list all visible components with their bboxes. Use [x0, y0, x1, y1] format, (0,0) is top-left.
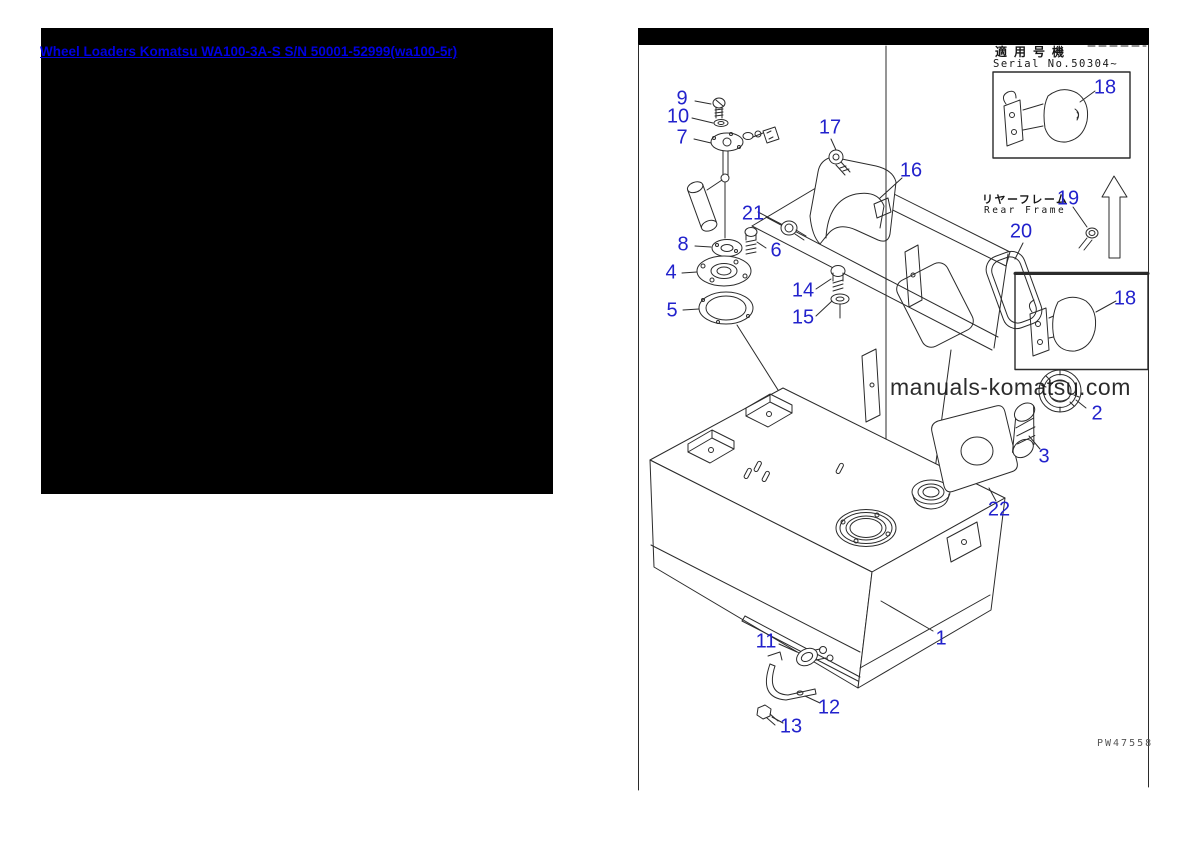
sender-assembly-drawing [686, 98, 855, 512]
leader-lines [682, 101, 766, 310]
part-callout-13[interactable]: 13 [779, 715, 803, 738]
inset-box-cover [1015, 273, 1148, 370]
part-callout-14[interactable]: 14 [791, 279, 815, 302]
serial-note-en: Serial No.50304~ [993, 58, 1119, 70]
part-callout-1[interactable]: 1 [935, 627, 947, 650]
drain-clamp-drawing [742, 616, 860, 725]
part-callout-19[interactable]: 19 [1056, 187, 1080, 210]
bolt-21-drawing [766, 217, 806, 240]
serial-note-jp: 適用号機 [995, 45, 1072, 59]
plate-22-drawing [932, 406, 1018, 501]
strainer-3-drawing [993, 399, 1055, 461]
part-callout-20[interactable]: 20 [1009, 220, 1033, 243]
part-callout-9[interactable]: 9 [676, 87, 688, 110]
part-callout-22[interactable]: 22 [987, 498, 1011, 521]
left-black-panel [41, 28, 553, 494]
part-callout-18[interactable]: 18 [1093, 76, 1117, 99]
bolt-17-drawing [829, 139, 850, 175]
part-callout-21[interactable]: 21 [741, 202, 765, 225]
watermark-text: manuals-komatsu.com [890, 374, 1131, 400]
seal-20-drawing [982, 243, 1046, 333]
part-callout-15[interactable]: 15 [791, 306, 815, 329]
part-callout-4[interactable]: 4 [665, 261, 677, 284]
diagram-frame [638, 28, 1149, 790]
part-callout-2[interactable]: 2 [1091, 402, 1103, 425]
bolt-14-washer-15-drawing [816, 266, 849, 319]
part-callout-10[interactable]: 10 [666, 105, 690, 128]
drawing-code: PW47558 [1097, 738, 1154, 749]
part-callout-11[interactable]: 11 [755, 630, 777, 653]
rear-frame-label-jp: リヤーフレーム [982, 194, 1069, 206]
up-arrow [1102, 176, 1127, 258]
rear-frame-drawing [752, 170, 1010, 477]
part-callout-18[interactable]: 18 [1113, 287, 1137, 310]
fuel-cap-2-drawing [1039, 370, 1086, 412]
fuel-tank-drawing [650, 388, 1005, 688]
bolt-19-drawing [1073, 207, 1098, 250]
rear-frame-label-en: Rear Frame [984, 205, 1067, 216]
part-callout-5[interactable]: 5 [666, 299, 678, 322]
part-callout-16[interactable]: 16 [899, 159, 923, 182]
guard-bracket-drawing [810, 157, 902, 244]
inset-box-serial [993, 72, 1130, 158]
part-callout-17[interactable]: 17 [818, 116, 842, 139]
part-callout-6[interactable]: 6 [770, 239, 782, 262]
part-callout-8[interactable]: 8 [677, 233, 689, 256]
part-callout-3[interactable]: 3 [1038, 445, 1050, 468]
breadcrumb-model-link[interactable]: Wheel Loaders Komatsu WA100-3A-S S/N 500… [40, 44, 458, 59]
part-callout-7[interactable]: 7 [676, 126, 688, 149]
part-callout-12[interactable]: 12 [817, 696, 841, 719]
